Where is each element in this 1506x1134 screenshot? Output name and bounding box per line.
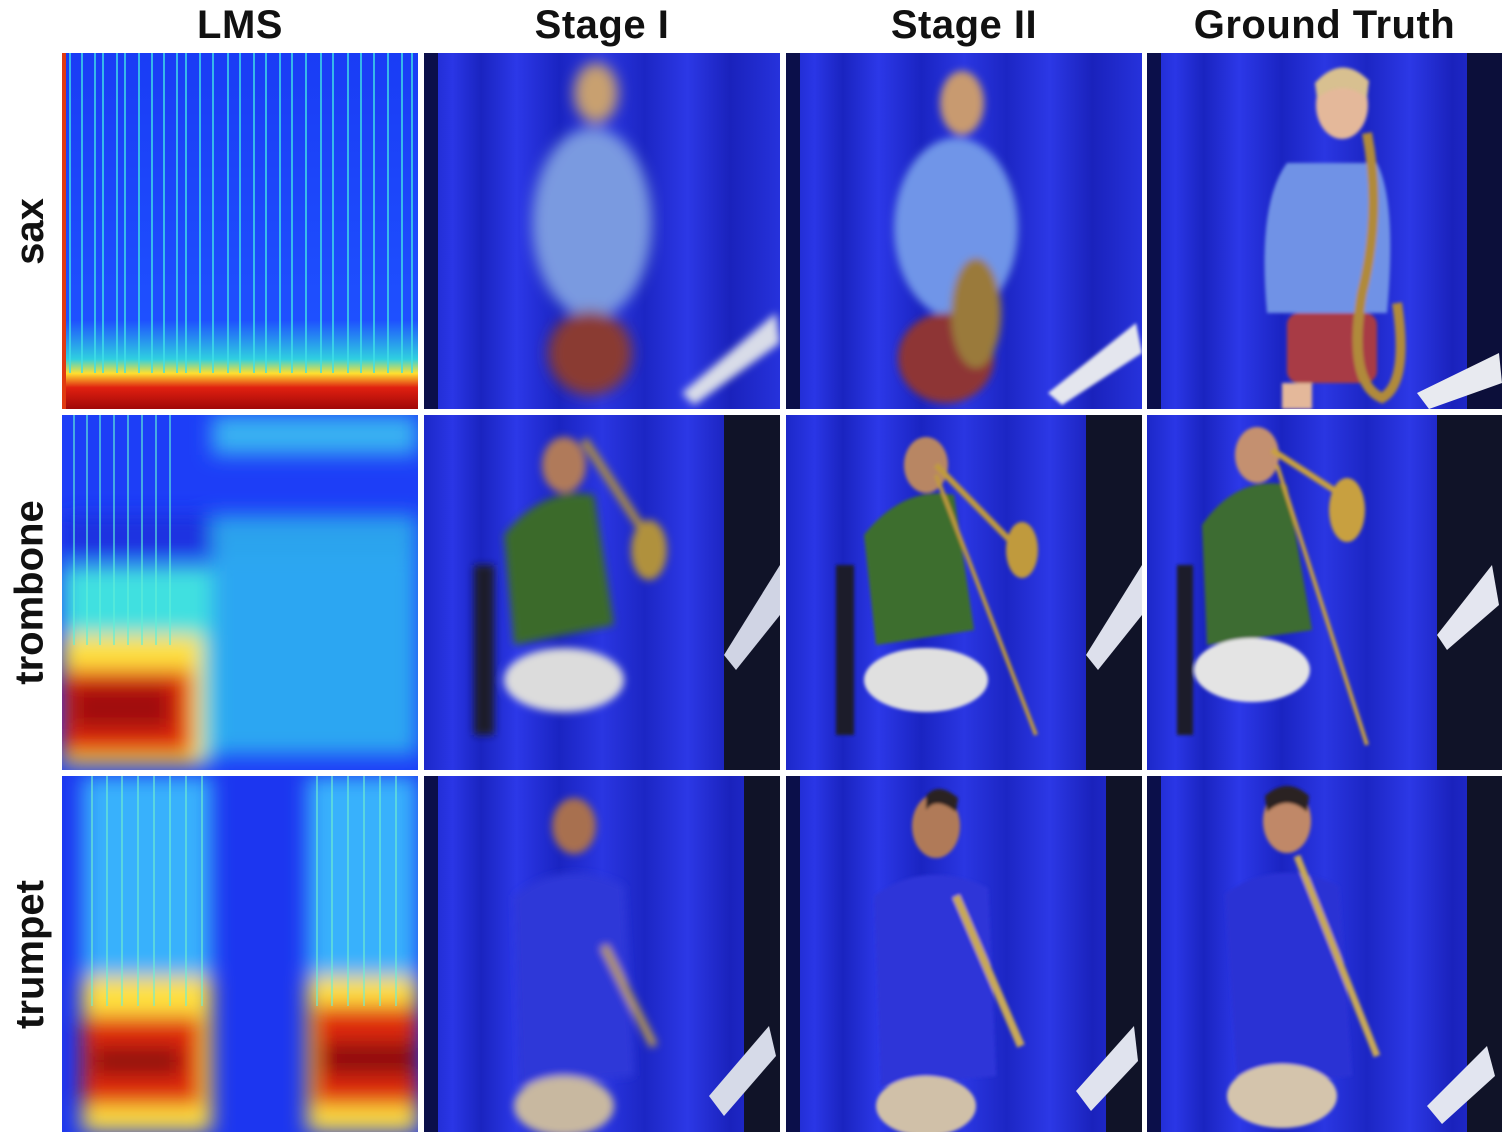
lms-spectrogram-trumpet (62, 776, 418, 1132)
generated-photo (424, 53, 780, 409)
row-label-sax: sax (7, 197, 52, 265)
spectrogram-image (62, 415, 418, 770)
row-label-sax-wrap: sax (0, 53, 60, 409)
ground-truth-image-trumpet (1147, 776, 1502, 1132)
spectrogram-image (62, 776, 418, 1132)
stage1-image-sax (424, 53, 780, 409)
row-label-trumpet: trumpet (7, 879, 52, 1029)
photo (1147, 53, 1502, 409)
stage1-image-trumpet (424, 776, 780, 1132)
generated-photo (786, 415, 1142, 770)
ground-truth-image-trombone (1147, 415, 1502, 770)
column-title-lms: LMS (197, 3, 283, 47)
stage2-image-trombone (786, 415, 1142, 770)
row-label-trombone: trombone (7, 500, 52, 685)
stage1-image-trombone (424, 415, 780, 770)
stage2-image-trumpet (786, 776, 1142, 1132)
lms-spectrogram-trombone (62, 415, 418, 770)
generated-photo (424, 415, 780, 770)
generated-photo (786, 53, 1142, 409)
column-title-stage-2: Stage II (890, 3, 1038, 47)
ground-truth-image-sax (1147, 53, 1502, 409)
generated-photo (786, 776, 1142, 1132)
generated-photo (424, 776, 780, 1132)
row-label-trumpet-wrap: trumpet (0, 776, 60, 1132)
stage2-image-sax (786, 53, 1142, 409)
column-title-stage-1: Stage I (534, 3, 670, 47)
photo (1147, 776, 1502, 1132)
column-title-ground-truth: Ground Truth (1193, 3, 1456, 47)
spectrogram-image (62, 53, 418, 409)
lms-spectrogram-sax (62, 53, 418, 409)
photo (1147, 415, 1502, 770)
row-label-trombone-wrap: trombone (0, 415, 60, 770)
